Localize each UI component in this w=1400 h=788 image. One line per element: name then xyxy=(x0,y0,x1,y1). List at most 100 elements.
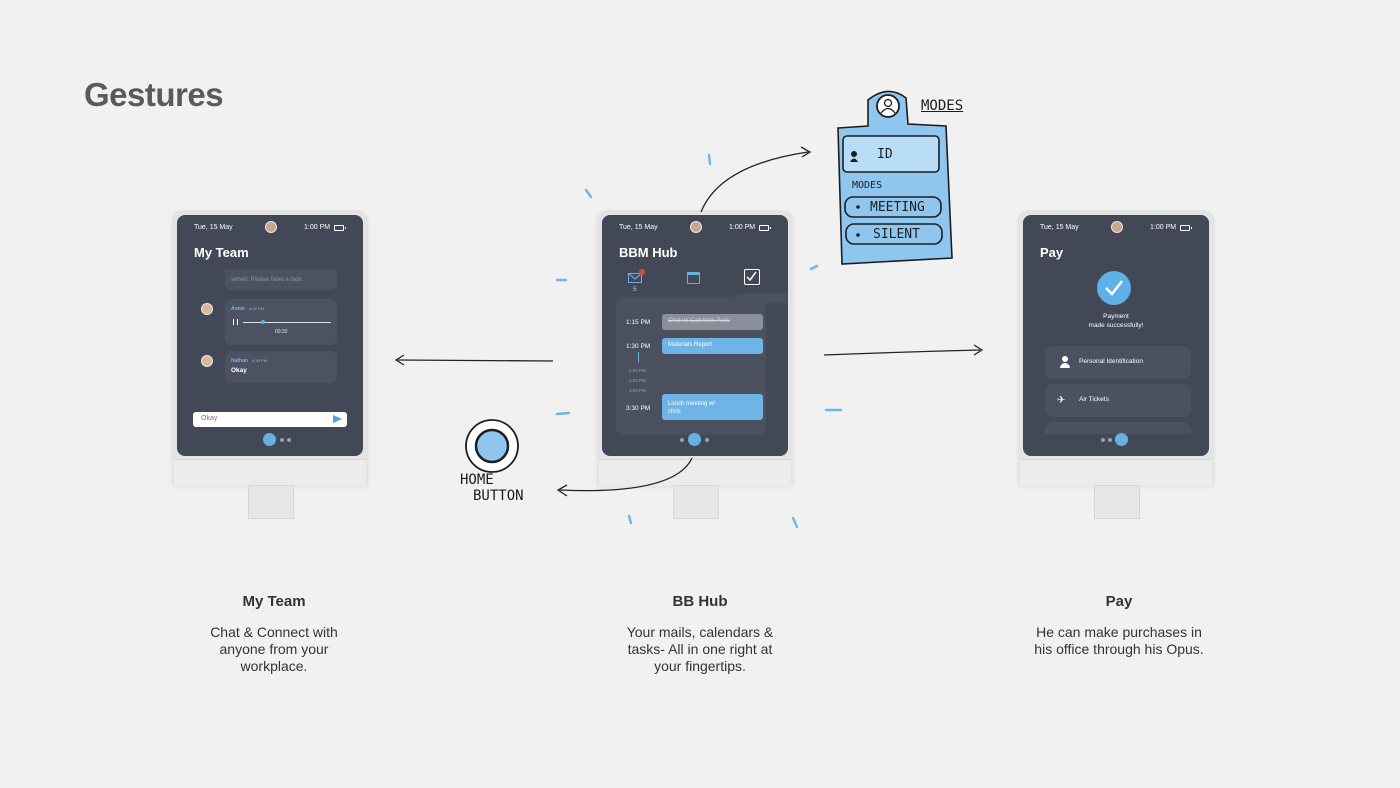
calendar-panel: 1:15 PM 1:30 PM 2:00 PM 2:20 PM 3:00 PM … xyxy=(616,297,766,435)
time-label: 1:30 PM xyxy=(626,343,651,350)
pause-icon[interactable] xyxy=(233,319,238,325)
home-button-icon-inner xyxy=(474,428,510,464)
event-lunch-meeting[interactable]: Lunch meeting w/ chris xyxy=(662,394,763,420)
modes-title: MODES xyxy=(921,98,964,114)
message-time: 4:30 PM xyxy=(252,358,267,363)
swipe-left-arrowhead xyxy=(394,354,405,366)
status-bar: Tue, 15 May 1:00 PM xyxy=(602,221,788,236)
battery-icon xyxy=(759,225,771,231)
chat-message-voice[interactable]: Annie 4:28 PM 00:32 xyxy=(225,299,337,345)
event-label: Lunch meeting w/ chris xyxy=(668,401,716,415)
caption-line: He can make purchases in xyxy=(1036,624,1202,640)
caption-title: My Team xyxy=(242,593,306,610)
status-time: 1:00 PM xyxy=(729,224,756,231)
status-bar: Tue, 15 May 1:00 PM xyxy=(1023,221,1209,236)
airplane-icon: ✈ xyxy=(1057,395,1066,406)
chat-input[interactable]: Okay xyxy=(193,412,347,427)
page-dot[interactable] xyxy=(287,438,291,442)
pay-item-air-tickets[interactable]: ✈ Air Tickets xyxy=(1045,384,1191,417)
swipe-up-arrowhead xyxy=(800,146,812,158)
caption-title: BB Hub xyxy=(672,593,728,610)
page-indicator[interactable] xyxy=(602,433,788,447)
pay-screen[interactable]: Tue, 15 May 1:00 PM Pay Payment made suc… xyxy=(1023,215,1209,456)
page-indicator[interactable] xyxy=(177,433,363,447)
app-title: Pay xyxy=(1040,245,1064,260)
device-base xyxy=(1020,459,1212,486)
user-avatar[interactable] xyxy=(265,221,277,233)
payment-message-line2: made successfully! xyxy=(1088,322,1144,329)
send-icon[interactable] xyxy=(333,415,342,423)
user-avatar[interactable] xyxy=(690,221,702,233)
page-dot[interactable] xyxy=(705,438,709,442)
time-label: 3:30 PM xyxy=(626,405,651,412)
pay-item-label: Personal Identification xyxy=(1079,358,1143,365)
device-stand xyxy=(248,485,294,519)
my-team-screen[interactable]: Tue, 15 May 1:00 PM My Team server. Plea… xyxy=(177,215,363,456)
page-dot[interactable] xyxy=(680,438,684,442)
audio-progress-knob[interactable] xyxy=(261,320,265,324)
time-label-minor: 3:00 PM xyxy=(629,388,646,393)
page-dot-active[interactable] xyxy=(688,433,701,446)
page-dot[interactable] xyxy=(1108,438,1112,442)
swipe-up-arrow xyxy=(700,151,809,213)
page-title: Gestures xyxy=(84,76,224,113)
home-button-label-line1: HOME xyxy=(460,472,494,488)
mail-icon[interactable] xyxy=(628,273,642,283)
device-pay: Tue, 15 May 1:00 PM Pay Payment made suc… xyxy=(1018,210,1214,520)
device-base xyxy=(174,459,366,486)
user-avatar[interactable] xyxy=(1111,221,1123,233)
chat-message-previous[interactable]: server. Please have a look. xyxy=(225,269,337,290)
modes-silent-label[interactable]: SILENT xyxy=(873,227,920,242)
caption-line: Your mails, calendars & xyxy=(626,624,774,640)
status-date: Tue, 15 May xyxy=(1040,224,1079,231)
nathan-avatar xyxy=(201,355,213,367)
swipe-right-arrowhead xyxy=(973,344,984,356)
annie-avatar xyxy=(201,303,213,315)
page-dot-active[interactable] xyxy=(263,433,276,446)
message-text: server. Please have a look. xyxy=(231,277,304,283)
pay-item-personal-id[interactable]: Personal Identification xyxy=(1045,346,1191,379)
chat-message-text[interactable]: Nathan 4:30 PM Okay xyxy=(225,351,337,383)
bbm-hub-screen[interactable]: Tue, 15 May 1:00 PM BBM Hub 5 1:15 PM 1:… xyxy=(602,215,788,456)
audio-duration: 00:32 xyxy=(275,329,288,335)
pay-item-label: Air Tickets xyxy=(1079,396,1109,403)
event-label: Materials Report xyxy=(668,342,713,348)
hub-tabs: 5 xyxy=(602,269,788,303)
time-label: 1:15 PM xyxy=(626,319,651,326)
page-dot[interactable] xyxy=(280,438,284,442)
timeline-connector xyxy=(638,352,639,362)
person-icon-body xyxy=(1060,363,1070,368)
modes-meeting-label[interactable]: MEETING xyxy=(870,200,925,215)
status-time: 1:00 PM xyxy=(1150,224,1177,231)
caption-bb-hub: BB Hub Your mails, calendars & tasks- Al… xyxy=(570,593,830,675)
caption-line: tasks- All in one right at xyxy=(627,641,773,657)
page-indicator[interactable] xyxy=(1023,433,1209,447)
chat-input-text: Okay xyxy=(201,415,218,422)
caption-title: Pay xyxy=(1105,593,1133,610)
device-my-team: Tue, 15 May 1:00 PM My Team server. Plea… xyxy=(172,210,368,520)
mail-unread-badge xyxy=(639,269,645,275)
status-date: Tue, 15 May xyxy=(619,224,658,231)
device-base xyxy=(599,459,791,486)
pay-item-more[interactable] xyxy=(1045,422,1191,434)
battery-icon xyxy=(334,225,346,231)
caption-line: Chat & Connect with xyxy=(210,624,338,640)
audio-progress-track[interactable] xyxy=(243,322,331,323)
sender-name: Nathan xyxy=(231,358,248,364)
caption-pay: Pay He can make purchases in his office … xyxy=(989,593,1249,658)
tasks-icon[interactable] xyxy=(744,269,760,285)
page-dot[interactable] xyxy=(1101,438,1105,442)
calendar-icon[interactable] xyxy=(687,272,700,284)
page-dot-active[interactable] xyxy=(1115,433,1128,446)
event-label: Chat w/ Carl from Paris xyxy=(668,318,731,324)
status-bar: Tue, 15 May 1:00 PM xyxy=(177,221,363,236)
person-icon xyxy=(1062,356,1068,362)
modes-profile-icon xyxy=(876,94,900,118)
event-materials-report[interactable]: Materials Report xyxy=(662,338,763,354)
home-button-icon-outer xyxy=(465,419,519,473)
sender-name: Annie xyxy=(231,306,245,312)
event-done[interactable]: Chat w/ Carl from Paris xyxy=(662,314,763,330)
message-text: Okay xyxy=(231,367,247,374)
time-label-minor: 2:00 PM xyxy=(629,368,646,373)
mail-count: 5 xyxy=(633,286,637,293)
